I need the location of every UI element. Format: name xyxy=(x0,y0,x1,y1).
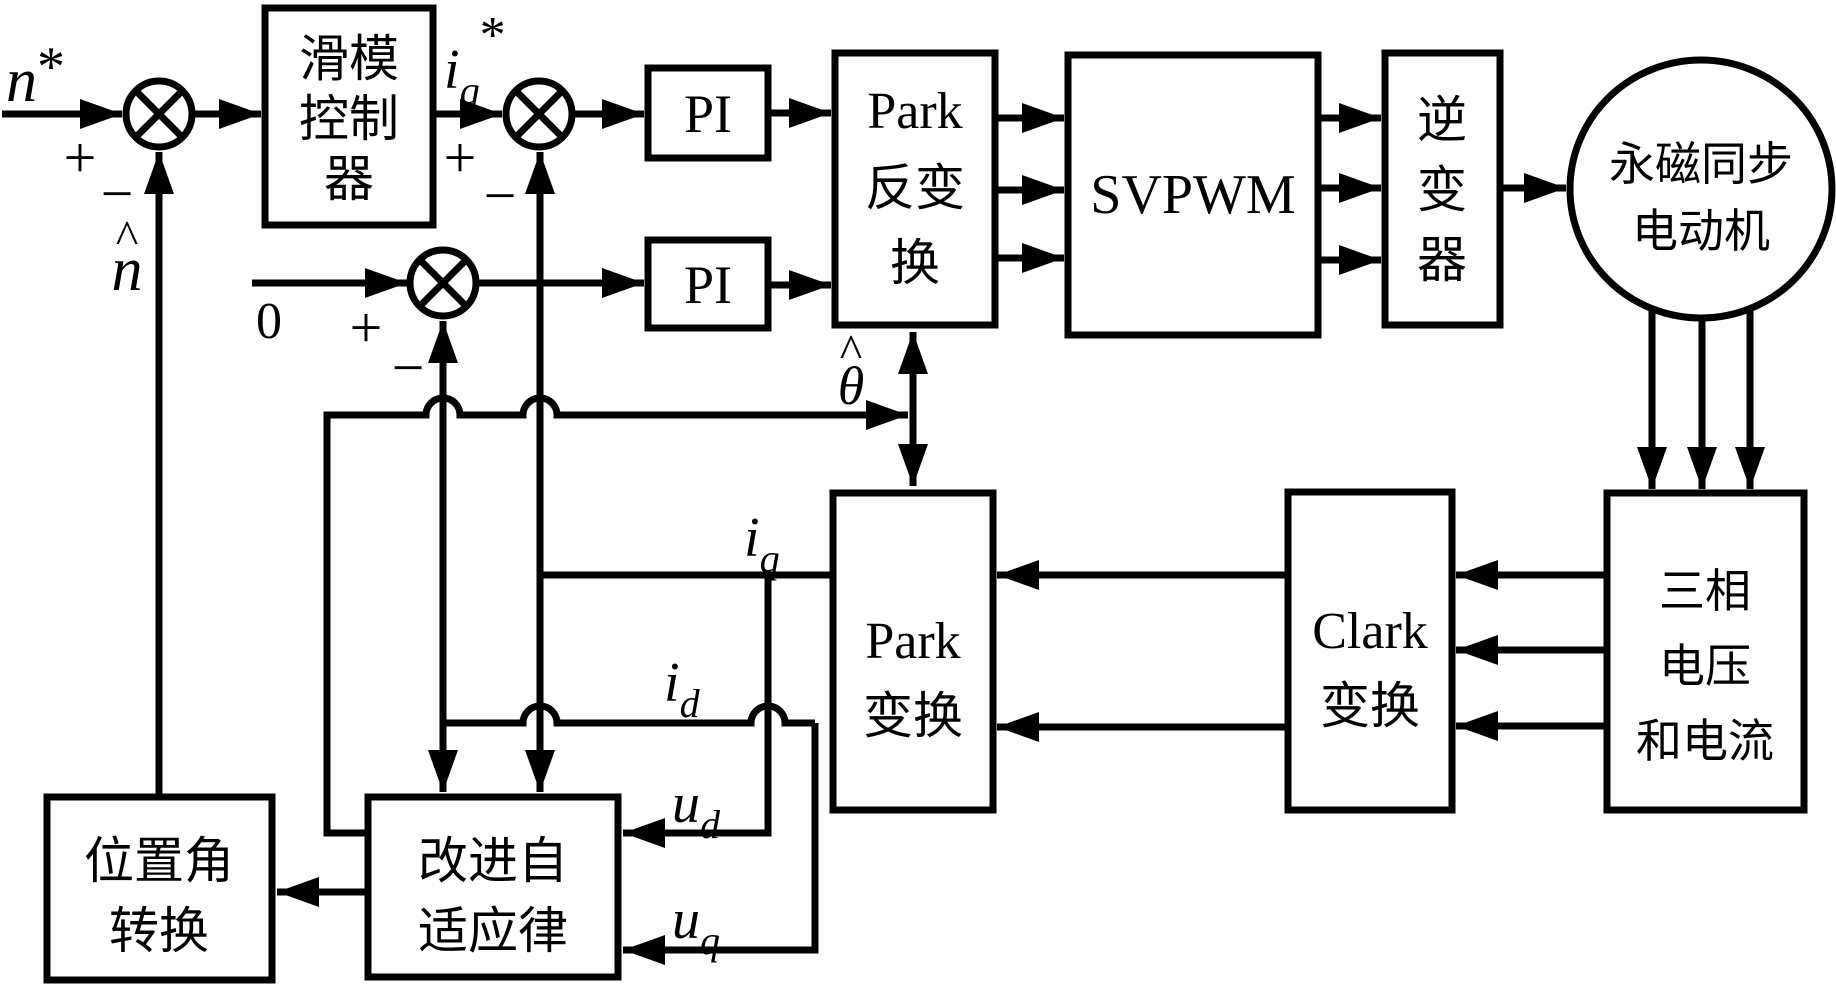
adaptive-law-label-1: 改进自 xyxy=(418,833,568,889)
signal-labels: n* ^ n + − iq* + − 0 + − ^ θ iq id ud uq xyxy=(6,7,864,963)
clark-label-2: 变换 xyxy=(1320,678,1420,734)
inverter-label-3: 器 xyxy=(1417,232,1467,288)
iq-ref-sub: q xyxy=(460,68,480,113)
iq-ref-label: iq* xyxy=(444,7,506,113)
iq-label: iq xyxy=(744,507,780,581)
speed-est-accent: ^ xyxy=(116,211,139,264)
uq-sub: q xyxy=(700,918,720,963)
ud-sub: d xyxy=(700,802,721,847)
junction-iq xyxy=(502,77,576,151)
pi-current-label: PI xyxy=(684,255,732,315)
j2-plus-sign: + xyxy=(444,125,477,190)
inverse-park-label-3: 换 xyxy=(890,235,940,291)
speed-ref-label: n* xyxy=(6,36,65,115)
pi-current-block xyxy=(644,236,772,332)
inverse-park-block xyxy=(831,49,999,329)
blocks xyxy=(43,4,1836,984)
inverse-park-label-2: 反变 xyxy=(865,160,965,216)
smc-block xyxy=(261,4,437,229)
inverse-park-label-1: Park xyxy=(867,83,962,140)
j1-minus-sign: − xyxy=(101,161,134,226)
inverter-block xyxy=(1381,49,1504,329)
pi-speed-label: PI xyxy=(684,84,732,144)
park-label-2: 变换 xyxy=(863,688,963,744)
iq-ref-base: i xyxy=(444,39,460,101)
junction-id xyxy=(406,246,480,320)
svpwm-block xyxy=(1064,51,1322,339)
theta-est-accent: ^ xyxy=(840,325,863,378)
summing-junctions xyxy=(122,77,576,320)
pi-speed-block xyxy=(644,64,772,162)
theta-est-label: θ xyxy=(838,356,865,416)
iq-base: i xyxy=(744,507,760,569)
speed-est-label: n xyxy=(112,236,143,304)
smc-label-1: 滑模 xyxy=(299,31,399,87)
motor-label-2: 电动机 xyxy=(1632,206,1770,257)
clark-label-1: Clark xyxy=(1312,603,1428,660)
id-base: i xyxy=(664,652,680,714)
block-labels: 滑模 控制 器 PI PI Park 反变 换 SVPWM 逆 变 器 永磁同步… xyxy=(84,31,1793,959)
inverter-label-1: 逆 xyxy=(1417,92,1467,148)
j3-minus-sign: − xyxy=(392,335,425,400)
motor-label-1: 永磁同步 xyxy=(1609,139,1793,190)
ud-base: u xyxy=(672,773,700,835)
ud-label: ud xyxy=(672,773,721,847)
clark-block xyxy=(1284,488,1456,814)
zero-label: 0 xyxy=(256,293,282,350)
uq-label: uq xyxy=(672,889,720,963)
iq-ref-sup: * xyxy=(480,7,506,64)
svpwm-label: SVPWM xyxy=(1090,164,1295,226)
uq-input-arrow xyxy=(623,723,819,965)
position-conv-block xyxy=(43,793,276,984)
position-conv-label-2: 转换 xyxy=(109,903,209,959)
motor-circle xyxy=(1566,56,1836,322)
id-sub: d xyxy=(680,681,701,726)
three-phase-block xyxy=(1603,489,1808,814)
smc-label-2: 控制 xyxy=(299,91,399,147)
connections xyxy=(2,98,1765,965)
id-line xyxy=(443,702,815,727)
speed-ref-sup: * xyxy=(37,36,65,98)
j2-minus-sign: − xyxy=(484,163,517,228)
speed-ref-base: n xyxy=(6,47,37,115)
theta-feed-arrow xyxy=(323,394,908,837)
iq-sub: q xyxy=(760,536,780,581)
three-phase-label-1: 三相 xyxy=(1659,566,1751,617)
inverter-label-2: 变 xyxy=(1417,162,1467,218)
park-label-1: Park xyxy=(865,613,960,670)
three-phase-label-3: 和电流 xyxy=(1636,716,1774,767)
j1-plus-sign: + xyxy=(64,125,97,190)
park-block xyxy=(829,489,997,814)
ud-input-arrow xyxy=(623,575,772,848)
j3-plus-sign: + xyxy=(350,295,383,360)
id-label: id xyxy=(664,652,701,726)
uq-base: u xyxy=(672,889,700,951)
three-phase-label-2: 电压 xyxy=(1659,641,1751,692)
adaptive-law-label-2: 适应律 xyxy=(418,903,568,959)
junction-speed xyxy=(122,77,196,151)
adaptive-law-block xyxy=(364,793,622,981)
position-conv-label-1: 位置角 xyxy=(84,833,234,889)
smc-label-3: 器 xyxy=(324,151,374,207)
